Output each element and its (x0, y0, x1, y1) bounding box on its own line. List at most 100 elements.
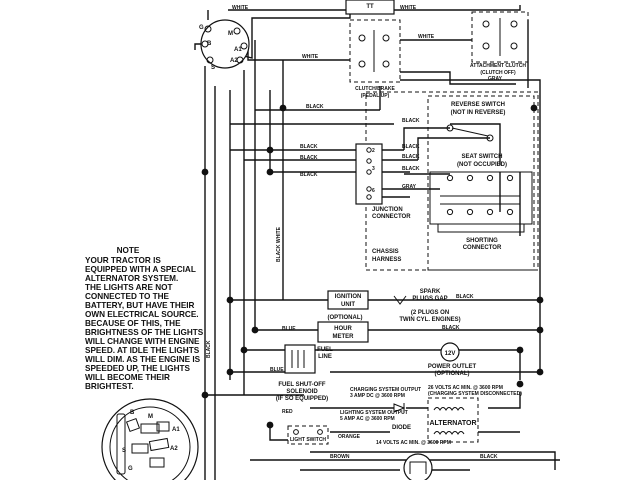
seat-switch-label: SEAT SWITCH (462, 154, 503, 160)
note-line-6: BATTERY, BUT HAVE THEIR (85, 301, 195, 310)
note-line-15: BRIGHTEST. (85, 382, 134, 391)
wire-label-black-4: BLACK (300, 155, 318, 161)
attachment-clutch-label: ATTACHMENT CLUTCH (470, 63, 526, 69)
note-line-11: SPEED. AT IDLE THE LIGHTS (85, 346, 200, 355)
ignition-terminal-g: G (199, 25, 204, 31)
fuel-solenoid-label-3: (IF SO EQUIPPED) (276, 396, 328, 402)
note-line-13: SPEEDED UP, THE LIGHTS (85, 364, 190, 373)
junction-pin-6: 6 (372, 188, 375, 194)
wire-label-gray-2: GRAY (402, 184, 417, 190)
switch-face-m: M (148, 414, 153, 420)
wire-label-black-1: BLACK (306, 104, 324, 110)
light-switch: LIGHT SWITCH (287, 425, 329, 445)
lighting-output-label-1: LIGHTING SYSTEM OUTPUT (340, 410, 408, 416)
switch-face-b: B (130, 410, 135, 416)
reverse-switch-label: REVERSE SWITCH (451, 102, 505, 108)
hour-meter-label-2: METER (333, 334, 355, 340)
note-line-4: THE LIGHTS ARE NOT (85, 283, 172, 292)
ignition-unit-label-1: IGNITION (335, 294, 362, 300)
power-outlet: 12V POWER OUTLET (OPTIONAL) (428, 342, 477, 377)
wire-label-black-11: BLACK (480, 454, 498, 460)
wire-label-black-white: BLACK WHITE (276, 226, 282, 262)
seat-switch-sublabel: (NOT OCCUPIED) (457, 162, 507, 168)
junction-connector-label-1: JUNCTION (372, 207, 403, 213)
switch-face-g: G (128, 466, 133, 472)
wire-label-black-5: BLACK (300, 172, 318, 178)
power-outlet-label-2: (OPTIONAL) (435, 371, 470, 377)
spark-plugs-label-3: (2 PLUGS ON (411, 310, 449, 316)
wire-label-white-3: WHITE (302, 54, 319, 60)
wire-label-black-vertical: BLACK (206, 340, 212, 358)
spark-plugs-label-2: PLUGS GAP (412, 296, 447, 302)
note-line-2: EQUIPPED WITH A SPECIAL (85, 265, 196, 274)
tt-label: TT (366, 4, 374, 10)
wire-label-red: RED (282, 409, 293, 415)
lighting-ac-label: 14 VOLTS AC MIN. @ 3600 RPM (376, 440, 451, 446)
hour-meter: (OPTIONAL) HOUR METER (317, 315, 369, 343)
junction-pin-3: 3 (372, 166, 375, 172)
chassis-harness: REVERSE SWITCH (NOT IN REVERSE) SEAT SWI… (365, 91, 539, 271)
wires (194, 5, 560, 480)
wire-label-orange: ORANGE (338, 434, 361, 440)
shorting-connector-label-2: CONNECTOR (463, 245, 502, 251)
fuel-solenoid-label-2: SOLENOID (286, 389, 318, 395)
note-line-12: WILL DIM. AS THE ENGINE IS (85, 355, 201, 364)
switch-face-a1: A1 (172, 427, 180, 433)
note-block: NOTE YOUR TRACTOR IS EQUIPPED WITH A SPE… (85, 246, 204, 391)
wire-label-blue-1: BLUE (282, 326, 296, 332)
wire-label-black-2: BLACK (402, 118, 420, 124)
attachment-clutch-sublabel: (CLUTCH OFF) (480, 70, 516, 76)
note-line-9: BRIGHTNESS OF THE LIGHTS (85, 328, 204, 337)
note-line-3: ALTERNATOR SYSTEM. (85, 274, 178, 283)
chassis-harness-label-2: HARNESS (372, 257, 401, 263)
note-line-5: CONNECTED TO THE (85, 292, 170, 301)
note-line-8: BECAUSE OF THIS, THE (85, 319, 181, 328)
wire-label-black-7: BLACK (402, 154, 420, 160)
diode-label: DIODE (392, 425, 411, 431)
fuel-solenoid-label-1: FUEL SHUT-OFF (278, 382, 326, 388)
alternator-label: ALTERNATOR (429, 420, 476, 427)
hour-meter-label-1: HOUR (334, 326, 352, 332)
junction-connector-label-2: CONNECTOR (372, 214, 411, 220)
ignition-unit-label-2: UNIT (341, 302, 355, 308)
power-outlet-label-1: POWER OUTLET (428, 364, 477, 370)
wire-label-blue-2: BLUE (270, 367, 284, 373)
headlight (403, 453, 433, 480)
fuel-line-label-1: FUEL (317, 347, 333, 353)
wire-label-black-8: BLACK (402, 166, 420, 172)
charging-ac-label-2: (CHARGING SYSTEM DISCONNECTED) (428, 391, 522, 397)
shorting-connector-label-1: SHORTING (466, 238, 498, 244)
fuel-shutoff-solenoid: FUEL LINE FUEL SHUT-OFF SOLENOID (IF SO … (276, 344, 333, 402)
lighting-output-label-2: 5 AMP AC @ 3600 RPM (340, 416, 395, 422)
ignition-switch: G B S M A1 A2 (199, 19, 250, 71)
fuel-line-label-2: LINE (318, 354, 332, 360)
ignition-terminal-s: S (211, 65, 215, 71)
note-line-10: WILL CHANGE WITH ENGINE (85, 337, 200, 346)
power-outlet-volts: 12V (445, 351, 456, 357)
spark-plugs-label-1: SPARK (420, 289, 441, 295)
wire-label-black-3: BLACK (300, 144, 318, 150)
ignition-terminal-a2: A2 (230, 58, 238, 64)
junction-connector: 2 3 6 (355, 143, 383, 205)
ignition-terminal-b: B (207, 41, 212, 47)
reverse-switch-sublabel: (NOT IN REVERSE) (451, 110, 506, 116)
hour-meter-optional-label: (OPTIONAL) (328, 315, 363, 321)
wire-label-white-2: WHITE (400, 5, 417, 11)
clutch-brake-switch: CLUTCH/BRAKE (PEDAL UP) (349, 19, 401, 99)
ignition-terminal-m: M (228, 31, 233, 37)
attachment-clutch-switch: ATTACHMENT CLUTCH (CLUTCH OFF) (470, 11, 529, 76)
ignition-terminal-a1: A1 (234, 47, 242, 53)
charging-system: CHARGING SYSTEM OUTPUT 3 AMP DC @ 3600 R… (340, 385, 522, 446)
spark-plugs-label-4: TWIN CYL. ENGINES) (399, 317, 460, 323)
charging-ac-label-1: 26 VOLTS AC MIN. @ 3600 RPM (428, 385, 503, 391)
wire-label-white-4: WHITE (418, 34, 435, 40)
wire-label-white-1: WHITE (232, 5, 249, 11)
wire-label-black-9: BLACK (442, 325, 460, 331)
switch-face-s: S (122, 448, 126, 454)
charging-output-label-2: 3 AMP DC @ 3600 RPM (350, 393, 405, 399)
ignition-unit: IGNITION UNIT SPARK PLUGS GAP (2 PLUGS O… (327, 289, 461, 323)
clutch-brake-sublabel: (PEDAL UP) (361, 93, 390, 99)
charging-output-label-1: CHARGING SYSTEM OUTPUT (350, 387, 421, 393)
clutch-brake-label: CLUTCH/BRAKE (355, 86, 395, 92)
